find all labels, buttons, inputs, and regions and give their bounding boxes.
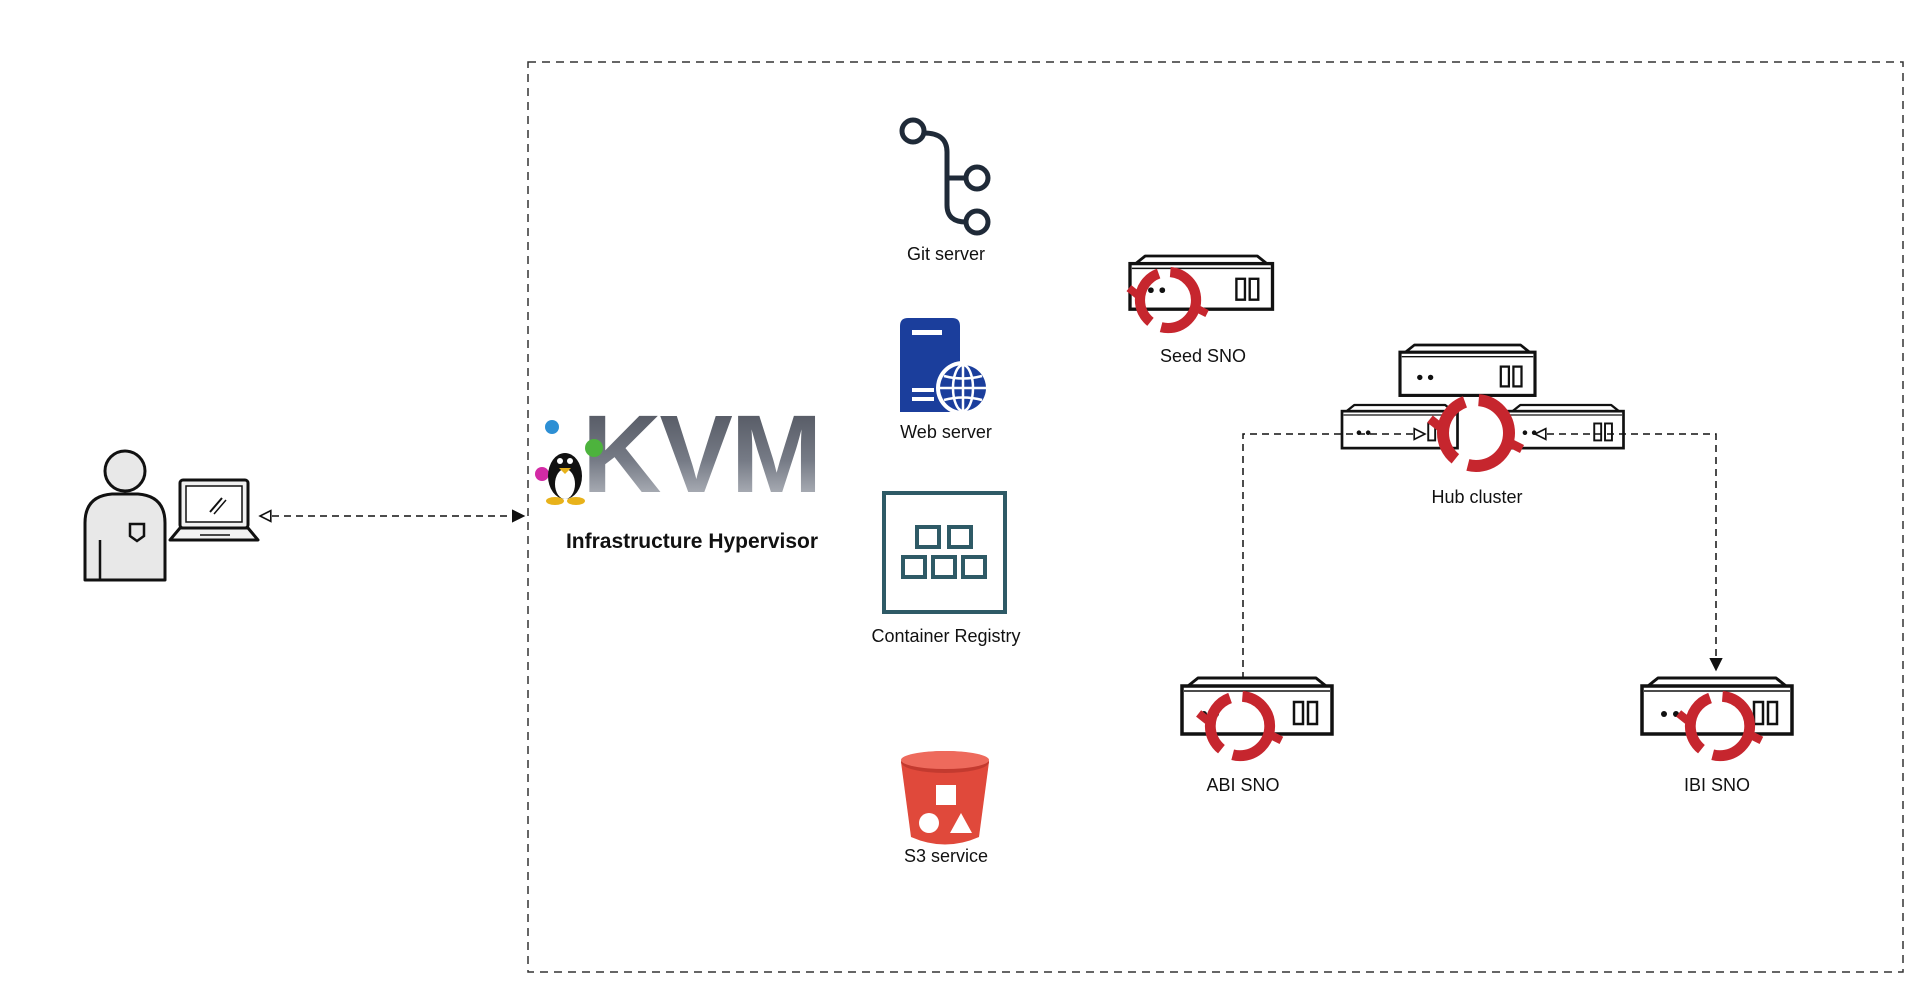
container-registry-label: Container Registry: [871, 626, 1020, 646]
tux-penguin-icon: [546, 453, 585, 505]
hub-cluster-label: Hub cluster: [1431, 487, 1522, 507]
s3-bucket-icon: [901, 751, 989, 845]
ibi-sno-server-icon: [1640, 676, 1794, 736]
web-server-icon: [900, 318, 990, 415]
hub-cluster-icon: [1340, 343, 1625, 466]
web-server-label: Web server: [900, 422, 992, 442]
hub-to-abi-connector: [1243, 434, 1425, 690]
ibi-sno-label: IBI SNO: [1684, 775, 1750, 795]
kvm-logo-text: KVM: [582, 393, 820, 516]
container-registry-icon: [882, 491, 1007, 614]
git-server-label: Git server: [907, 244, 985, 264]
git-branch-icon: [899, 117, 991, 236]
hypervisor-label: Infrastructure Hypervisor: [566, 530, 818, 553]
hub-to-ibi-connector: [1535, 434, 1716, 670]
kvm-logo: KVM: [535, 393, 822, 516]
abi-sno-label: ABI SNO: [1206, 775, 1279, 795]
user-laptop-icon: [83, 449, 260, 582]
s3-service-label: S3 service: [904, 846, 988, 866]
seed-sno-label: Seed SNO: [1160, 346, 1246, 366]
environment-boundary: [527, 61, 1904, 973]
